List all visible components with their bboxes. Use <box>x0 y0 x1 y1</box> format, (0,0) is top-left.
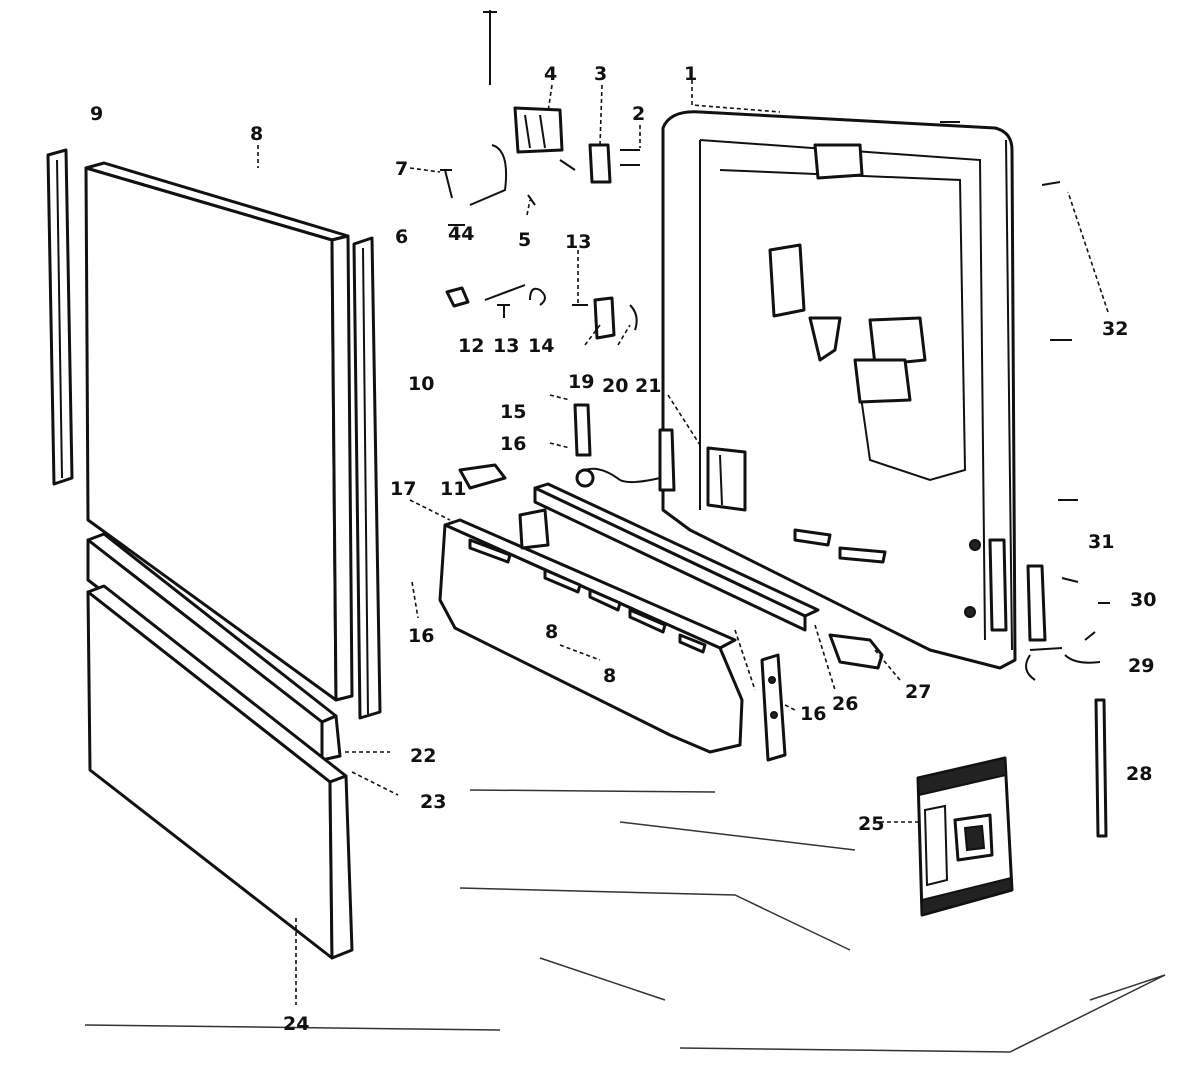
floor-lines <box>84 789 1166 1053</box>
callout-27: 27 <box>905 681 931 703</box>
part-11-block <box>458 463 507 490</box>
callout-1: 1 <box>684 63 697 85</box>
part-25-control-label <box>916 756 1014 917</box>
callout-16-bracket: 16 <box>800 703 826 725</box>
part-9-side-trim <box>46 148 74 486</box>
part-44-screw <box>483 10 497 85</box>
callout-10: 10 <box>408 373 434 395</box>
parts-12-20-small-hardware <box>445 284 638 340</box>
callout-3: 3 <box>594 63 607 85</box>
parts-2-7-latch-hardware <box>440 106 640 226</box>
callout-22: 22 <box>410 745 436 767</box>
part-18-bracket <box>760 653 787 762</box>
callout-21: 21 <box>635 375 661 397</box>
callout-16-lower: 16 <box>408 625 434 647</box>
callout-8-lower-b: 8 <box>603 665 616 687</box>
callout-4: 4 <box>544 63 557 85</box>
callout-20: 20 <box>602 375 628 397</box>
leader-lines <box>257 80 1109 1005</box>
part-27-block <box>828 633 884 670</box>
callout-2: 2 <box>632 103 645 125</box>
callout-14: 14 <box>528 335 554 357</box>
callout-31: 31 <box>1088 531 1114 553</box>
part-1-inner-liner <box>658 110 1017 670</box>
callout-9: 9 <box>90 103 103 125</box>
callout-32: 32 <box>1102 318 1128 340</box>
callout-17: 17 <box>390 478 416 500</box>
part-8-door-panel <box>84 161 354 702</box>
callout-19: 19 <box>568 371 594 393</box>
part-10-door-trim <box>352 236 382 720</box>
callout-8-door: 8 <box>250 123 263 145</box>
part-32-liner-trim <box>940 121 1078 651</box>
callout-8-lower-a: 8 <box>545 621 558 643</box>
callout-6: 6 <box>395 226 408 248</box>
callout-44: 44 <box>448 223 474 245</box>
callout-29: 29 <box>1128 655 1154 677</box>
part-17-lower-inner-panel <box>438 508 744 754</box>
callout-26: 26 <box>832 693 858 715</box>
callout-11: 11 <box>440 478 466 500</box>
callout-30: 30 <box>1130 589 1156 611</box>
callout-13-top: 13 <box>565 231 591 253</box>
callout-labels: 1 2 3 4 5 6 7 8 8 8 9 10 11 12 13 13 14 … <box>90 63 1156 1035</box>
part-26-rail <box>533 482 820 632</box>
parts-29-30-right-hardware <box>1025 564 1110 681</box>
callout-13-bottom: 13 <box>493 335 519 357</box>
callout-23: 23 <box>420 791 446 813</box>
callout-12: 12 <box>458 335 484 357</box>
part-24-kick-panel <box>86 584 354 960</box>
callout-5: 5 <box>518 229 531 251</box>
callout-16-upper: 16 <box>500 433 526 455</box>
callout-7: 7 <box>395 158 408 180</box>
part-28-rod <box>1094 698 1108 838</box>
part-21-hinge <box>573 403 661 488</box>
callout-25: 25 <box>858 813 884 835</box>
callout-28: 28 <box>1126 763 1152 785</box>
callout-24: 24 <box>283 1013 309 1035</box>
callout-15: 15 <box>500 401 526 423</box>
